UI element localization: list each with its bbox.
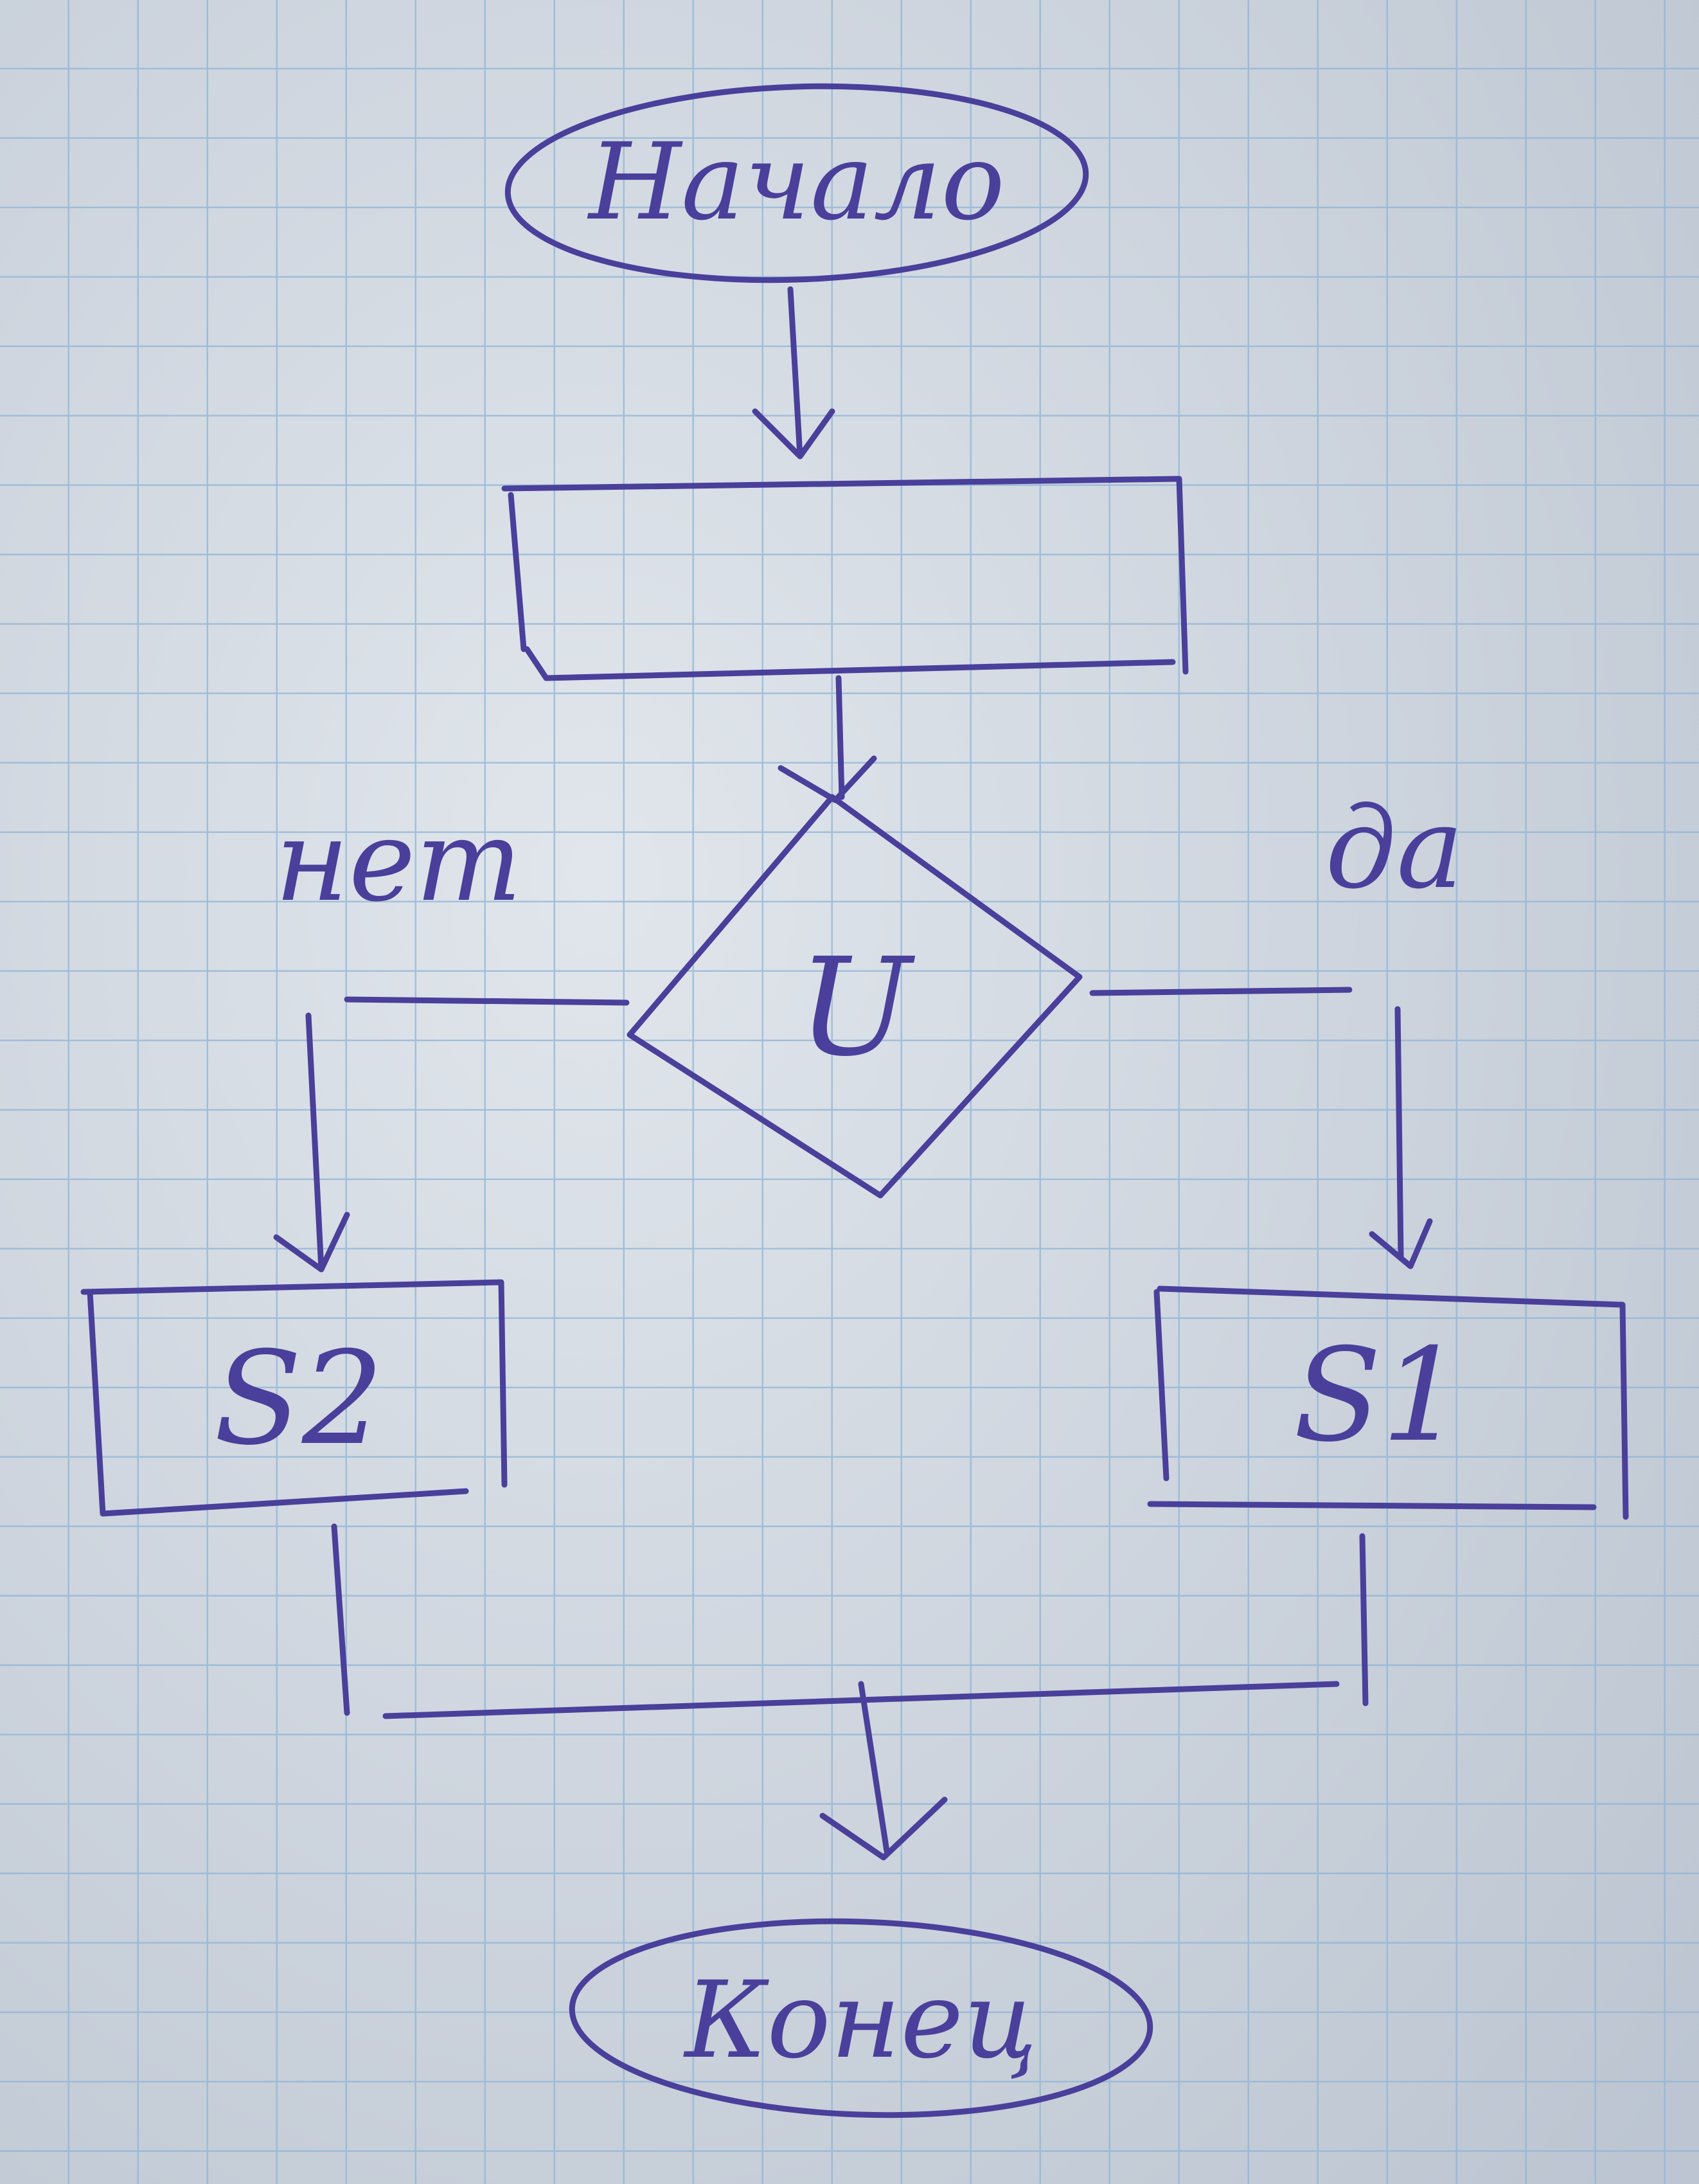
decision-diamond bbox=[627, 794, 1083, 1199]
end-label: Конец bbox=[683, 1958, 1038, 2082]
branch-no-line bbox=[273, 996, 630, 1273]
start-terminal bbox=[504, 83, 1089, 283]
end-terminal bbox=[569, 1918, 1153, 2118]
condition-label: U bbox=[798, 929, 916, 1086]
process-box bbox=[501, 476, 1189, 681]
arrow-start-to-process bbox=[752, 286, 835, 460]
branch-yes-line bbox=[1089, 987, 1433, 1269]
arrow-merge-to-end bbox=[819, 1681, 948, 1861]
left-action-box bbox=[80, 1279, 508, 1517]
branch-yes-label: да bbox=[1325, 783, 1463, 914]
left-action-label: S2 bbox=[214, 1324, 384, 1474]
branch-no-label: нет bbox=[275, 796, 522, 927]
start-label: Начало bbox=[587, 120, 1005, 244]
right-action-label: S1 bbox=[1294, 1321, 1463, 1471]
right-action-box bbox=[1147, 1285, 1629, 1520]
